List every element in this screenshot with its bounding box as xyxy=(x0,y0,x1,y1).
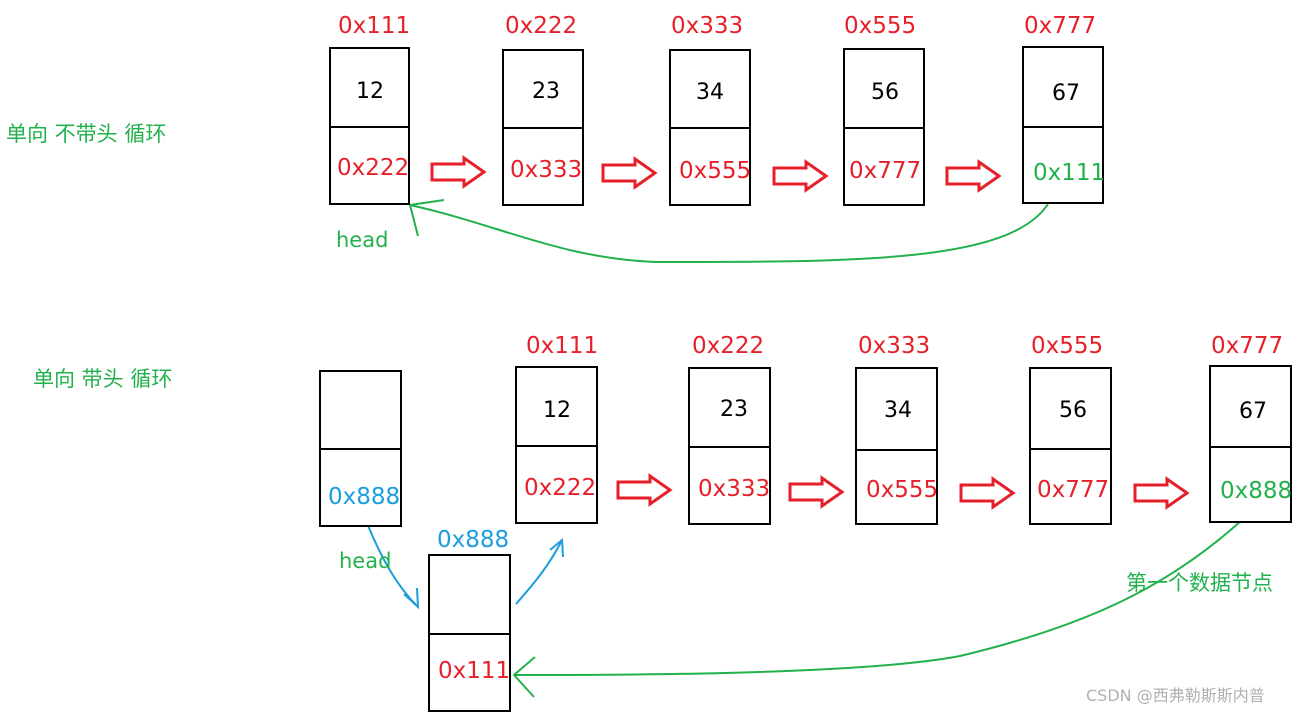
s1-node-4-addr: 0x555 xyxy=(844,13,917,39)
s1-node-3-value: 34 xyxy=(696,80,724,105)
s2-node-4-value: 56 xyxy=(1059,398,1087,423)
s2-node-4-next: 0x777 xyxy=(1037,477,1110,503)
s1-node-5 xyxy=(1022,46,1104,204)
s1-node-4-value: 56 xyxy=(871,80,899,105)
s1-node-1-next: 0x222 xyxy=(337,155,410,181)
s2-node-4-addr: 0x555 xyxy=(1031,333,1104,359)
s1-arrow-1 xyxy=(430,155,487,189)
s1-node-4 xyxy=(843,48,925,206)
section1-label: 单向 不带头 循环 xyxy=(6,122,167,146)
s2-sentinel-node xyxy=(428,554,511,712)
s1-node-3 xyxy=(669,49,751,206)
section1-head-label: head xyxy=(336,228,389,252)
s1-arrow-3 xyxy=(772,159,829,193)
s2-arrow-1 xyxy=(616,473,673,507)
s2-sentinel-to-first-head xyxy=(549,537,564,558)
watermark: CSDN @西弗勒斯斯内普 xyxy=(1086,686,1265,705)
section2-label: 单向 带头 循环 xyxy=(33,367,173,391)
s2-circular-pointer xyxy=(513,519,1243,676)
s1-circular-pointer xyxy=(409,203,1049,264)
s2-node-2-next: 0x333 xyxy=(698,476,771,502)
s2-node-3-addr: 0x333 xyxy=(858,333,931,359)
s2-node-5-value: 67 xyxy=(1239,399,1267,424)
s2-arrow-3 xyxy=(959,476,1016,510)
s2-node-2-value: 23 xyxy=(720,397,748,422)
s2-sentinel-to-first xyxy=(515,539,563,605)
s2-node-4 xyxy=(1029,367,1112,525)
s2-node-1-addr: 0x111 xyxy=(526,333,599,359)
s2-circular-pointer-head xyxy=(512,656,536,698)
s1-node-3-addr: 0x333 xyxy=(671,13,744,39)
s1-node-2 xyxy=(502,49,584,206)
s1-node-1 xyxy=(329,47,410,205)
s1-node-4-next: 0x777 xyxy=(849,158,922,184)
s2-node-5 xyxy=(1209,365,1292,523)
s2-head-pointer-next: 0x888 xyxy=(328,484,401,510)
s2-node-3 xyxy=(855,367,938,525)
s1-node-5-value: 67 xyxy=(1052,81,1080,106)
s2-node-1 xyxy=(515,366,598,524)
s1-node-1-addr: 0x111 xyxy=(338,13,411,39)
s2-node-2-addr: 0x222 xyxy=(692,333,765,359)
s1-node-3-next: 0x555 xyxy=(679,158,752,184)
s2-node-1-next: 0x222 xyxy=(524,475,597,501)
s2-node-2 xyxy=(688,367,771,525)
section2-head-label: head xyxy=(339,549,392,573)
s1-node-2-value: 23 xyxy=(532,79,560,104)
s1-node-1-value: 12 xyxy=(356,79,384,104)
s1-arrow-4 xyxy=(945,159,1002,193)
s2-node-3-next: 0x555 xyxy=(866,477,939,503)
s1-arrow-2 xyxy=(601,156,658,190)
s1-node-5-next: 0x111 xyxy=(1033,160,1106,186)
s2-head-to-sentinel-head xyxy=(403,587,420,610)
s1-node-2-addr: 0x222 xyxy=(505,13,578,39)
s2-node-3-value: 34 xyxy=(884,398,912,423)
first-node-label: 第一个数据节点 xyxy=(1126,571,1273,595)
s2-arrow-4 xyxy=(1133,476,1190,510)
s2-node-1-value: 12 xyxy=(543,398,571,423)
s2-sentinel-next: 0x111 xyxy=(438,658,511,684)
s2-arrow-2 xyxy=(788,475,845,509)
s2-node-5-next: 0x888 xyxy=(1220,478,1293,504)
s1-node-2-next: 0x333 xyxy=(510,157,583,183)
s2-sentinel-addr: 0x888 xyxy=(437,527,510,553)
s2-head-pointer-box xyxy=(319,370,402,527)
s1-node-5-addr: 0x777 xyxy=(1024,13,1097,39)
s1-circular-pointer-head xyxy=(408,199,445,237)
s2-node-5-addr: 0x777 xyxy=(1211,333,1284,359)
